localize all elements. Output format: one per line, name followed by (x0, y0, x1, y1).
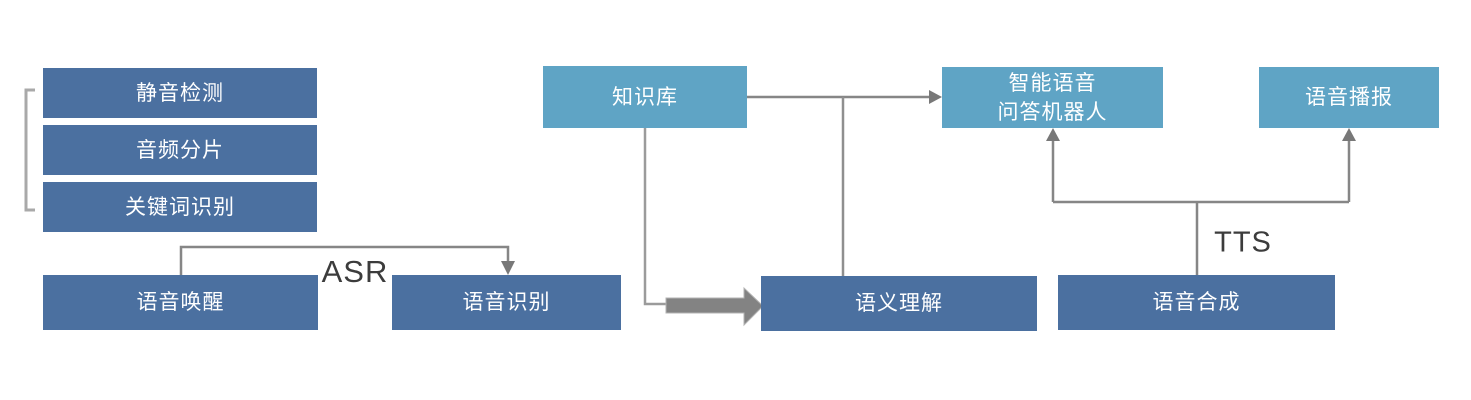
left-bracket (24, 88, 35, 212)
node-voice-broadcast: 语音播报 (1259, 67, 1439, 128)
node-semantic-understanding: 语义理解 (761, 276, 1037, 331)
tts-edge-label: TTS (1214, 226, 1272, 259)
arrow-right-icon (929, 90, 942, 104)
node-voice-wakeup: 语音唤醒 (43, 275, 318, 330)
node-knowledge-base: 知识库 (543, 66, 747, 128)
arrow-down-icon (501, 261, 515, 275)
node-speech-recognition: 语音识别 (392, 275, 621, 330)
node-qa-robot: 智能语音 问答机器人 (942, 67, 1163, 128)
asr-connector-line (179, 245, 510, 275)
arrow-up-left-icon (1046, 128, 1060, 141)
asr-edge-label: ASR (321, 254, 389, 289)
node-keyword-recognition: 关键词识别 (43, 182, 317, 232)
thick-block-arrow-icon (665, 286, 764, 327)
node-speech-synthesis: 语音合成 (1058, 275, 1335, 330)
node-silence-detection: 静音检测 (43, 68, 317, 118)
kb-down-elbow-line (643, 128, 667, 306)
node-audio-segmentation: 音频分片 (43, 125, 317, 175)
arrow-up-right-icon (1342, 128, 1356, 141)
tts-connector-lines (1051, 140, 1351, 275)
